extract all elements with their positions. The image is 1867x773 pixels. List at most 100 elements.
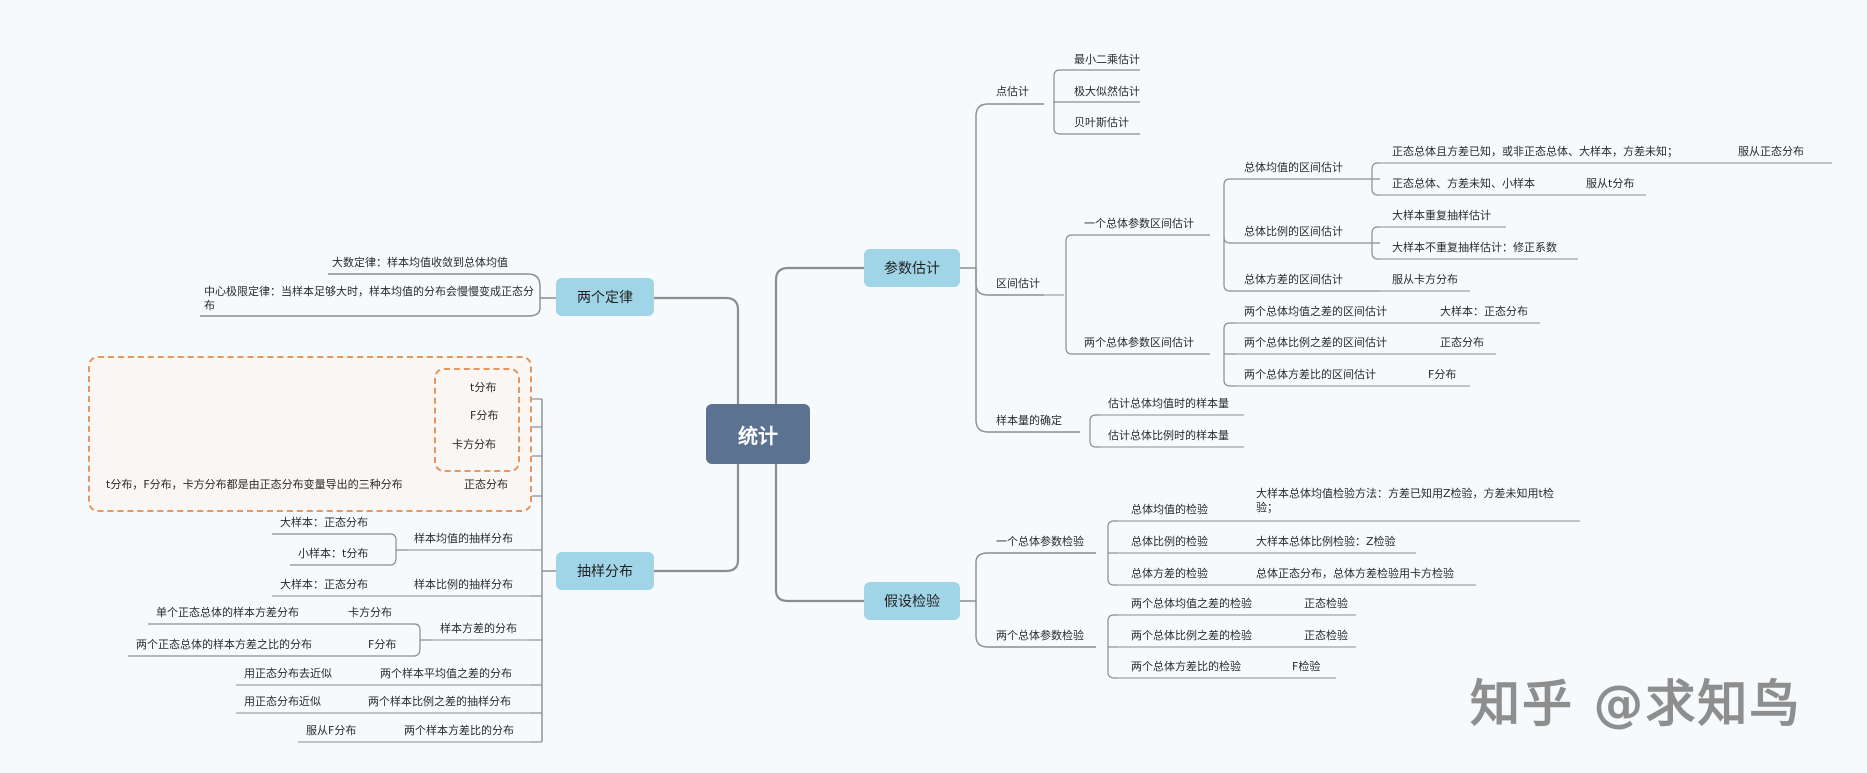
f-distribution[interactable]: F分布	[470, 409, 499, 422]
connector	[290, 550, 397, 566]
sample-mean-distribution[interactable]: 样本均值的抽样分布	[414, 532, 513, 545]
two-mean-difference-approx[interactable]: 用正态分布去近似	[244, 667, 332, 680]
connector	[975, 601, 1096, 648]
single-variance-result[interactable]: 卡方分布	[348, 606, 392, 619]
connector	[960, 552, 1096, 602]
sample-size-mean[interactable]: 估计总体均值时的样本量	[1108, 397, 1229, 410]
connector	[960, 103, 1044, 269]
sample-proportion-large[interactable]: 大样本：正态分布	[280, 578, 368, 591]
sample-size-proportion[interactable]: 估计总体比例时的样本量	[1108, 429, 1229, 442]
connector	[1053, 104, 1140, 135]
trunk-hypo	[774, 432, 864, 603]
mean-test[interactable]: 总体均值的检验	[1131, 503, 1208, 516]
connector	[1089, 414, 1100, 432]
two-variance-interval-result[interactable]: F分布	[1428, 368, 1457, 381]
connector	[1371, 179, 1380, 196]
law-large-numbers[interactable]: 大数定律：样本均值收敛到总体均值	[332, 256, 508, 269]
topic-parameter-estimation[interactable]: 参数估计	[864, 249, 960, 287]
connector	[328, 273, 556, 299]
connector	[1053, 69, 1140, 104]
variance-test[interactable]: 总体方差的检验	[1131, 567, 1208, 580]
distribution-note[interactable]: t分布，F分布，卡方分布都是由正态分布变量导出的三种分布	[106, 478, 403, 491]
sample-variance-distribution[interactable]: 样本方差的分布	[440, 622, 517, 635]
proportion-test[interactable]: 总体比例的检验	[1131, 535, 1208, 548]
interval-estimation[interactable]: 区间估计	[996, 277, 1040, 290]
normal-distribution[interactable]: 正态分布	[464, 478, 508, 491]
mean-test-result[interactable]: 大样本总体均值检验方法：方差已知用Z检验，方差未知用t检验；	[1256, 487, 1554, 514]
sample-mean-small[interactable]: 小样本：t分布	[298, 547, 369, 560]
mean-interval-case-b-result[interactable]: 服从t分布	[1586, 177, 1635, 190]
variance-test-result[interactable]: 总体正态分布，总体方差检验用卡方检验	[1256, 567, 1454, 580]
trunk-sampling	[654, 432, 740, 573]
connector	[1065, 295, 1210, 355]
two-mean-test[interactable]: 两个总体均值之差的检验	[1131, 597, 1252, 610]
connector	[200, 298, 541, 317]
bayes-estimation[interactable]: 贝叶斯估计	[1074, 116, 1129, 129]
two-proportion-difference-approx[interactable]: 用正态分布近似	[244, 695, 321, 708]
two-mean-test-result[interactable]: 正态检验	[1304, 597, 1348, 610]
connector	[1371, 243, 1380, 260]
two-population-test[interactable]: 两个总体参数检验	[996, 629, 1084, 642]
two-proportion-interval[interactable]: 两个总体比例之差的区间估计	[1244, 336, 1387, 349]
max-likelihood[interactable]: 极大似然估计	[1074, 85, 1140, 98]
connector	[1371, 162, 1380, 179]
chi-square-distribution[interactable]: 卡方分布	[452, 438, 496, 451]
connector	[1223, 178, 1380, 235]
mean-interval-case-a[interactable]: 正态总体且方差已知，或非正态总体、大样本，方差未知；	[1392, 145, 1678, 158]
two-mean-difference[interactable]: 两个样本平均值之差的分布	[380, 667, 512, 680]
one-population-test[interactable]: 一个总体参数检验	[996, 535, 1084, 548]
least-squares[interactable]: 最小二乘估计	[1074, 53, 1140, 66]
two-variance-ratio[interactable]: 两个样本方差比的分布	[404, 724, 514, 737]
proportion-interval[interactable]: 总体比例的区间估计	[1244, 225, 1343, 238]
root-topic[interactable]: 统计	[706, 404, 810, 464]
mean-interval[interactable]: 总体均值的区间估计	[1244, 161, 1343, 174]
connector	[1065, 234, 1210, 295]
single-variance-distribution[interactable]: 单个正态总体的样本方差分布	[156, 606, 299, 619]
trunk-laws	[654, 296, 740, 436]
distribution-inner-boundary	[434, 368, 520, 472]
central-limit-theorem[interactable]: 中心极限定律：当样本足够大时，样本均值的分布会慢慢变成正态分布	[204, 285, 534, 312]
sample-size[interactable]: 样本量的确定	[996, 414, 1062, 427]
two-variance-interval[interactable]: 两个总体方差比的区间估计	[1244, 368, 1376, 381]
topic-hypothesis-testing[interactable]: 假设检验	[864, 582, 960, 620]
two-variance-ratio-result[interactable]: F分布	[368, 638, 397, 651]
connector	[1107, 647, 1118, 679]
two-proportion-interval-result[interactable]: 正态分布	[1440, 336, 1484, 349]
connector	[148, 623, 432, 641]
point-estimation[interactable]: 点估计	[996, 85, 1029, 98]
two-variance-ratio-distribution[interactable]: 两个正态总体的样本方差之比的分布	[136, 638, 312, 651]
sample-mean-large[interactable]: 大样本：正态分布	[280, 516, 368, 529]
proportion-interval-b[interactable]: 大样本不重复抽样估计：修正系数	[1392, 241, 1557, 254]
two-variance-ratio-f[interactable]: 服从F分布	[306, 724, 357, 737]
two-population-interval[interactable]: 两个总体参数区间估计	[1084, 336, 1194, 349]
topic-sampling-distribution[interactable]: 抽样分布	[556, 552, 654, 590]
variance-interval[interactable]: 总体方差的区间估计	[1244, 273, 1343, 286]
one-population-interval[interactable]: 一个总体参数区间估计	[1084, 217, 1194, 230]
mean-interval-case-b[interactable]: 正态总体、方差未知、小样本	[1392, 177, 1535, 190]
connector	[1223, 354, 1236, 387]
two-mean-interval-result[interactable]: 大样本：正态分布	[1440, 305, 1528, 318]
connector	[1089, 432, 1100, 448]
connector	[272, 533, 408, 551]
two-proportion-difference[interactable]: 两个样本比例之差的抽样分布	[368, 695, 511, 708]
mean-interval-case-a-result[interactable]: 服从正态分布	[1738, 145, 1804, 158]
distribution-boundary	[88, 356, 532, 512]
connector	[1223, 322, 1236, 354]
two-variance-test[interactable]: 两个总体方差比的检验	[1131, 660, 1241, 673]
sample-proportion-distribution[interactable]: 样本比例的抽样分布	[414, 578, 513, 591]
connector	[1371, 226, 1380, 243]
connector	[1107, 520, 1118, 553]
proportion-interval-a[interactable]: 大样本重复抽样估计	[1392, 209, 1491, 222]
two-proportion-test[interactable]: 两个总体比例之差的检验	[1131, 629, 1252, 642]
variance-interval-result[interactable]: 服从卡方分布	[1392, 273, 1458, 286]
zhihu-watermark: 知乎 @求知鸟	[1470, 675, 1802, 733]
topic-two-laws[interactable]: 两个定律	[556, 278, 654, 316]
two-proportion-test-result[interactable]: 正态检验	[1304, 629, 1348, 642]
connector	[128, 640, 421, 657]
t-distribution[interactable]: t分布	[470, 381, 497, 394]
proportion-test-result[interactable]: 大样本总体比例检验：Z检验	[1256, 535, 1396, 548]
two-mean-interval[interactable]: 两个总体均值之差的区间估计	[1244, 305, 1387, 318]
two-variance-test-result[interactable]: F检验	[1292, 660, 1321, 673]
